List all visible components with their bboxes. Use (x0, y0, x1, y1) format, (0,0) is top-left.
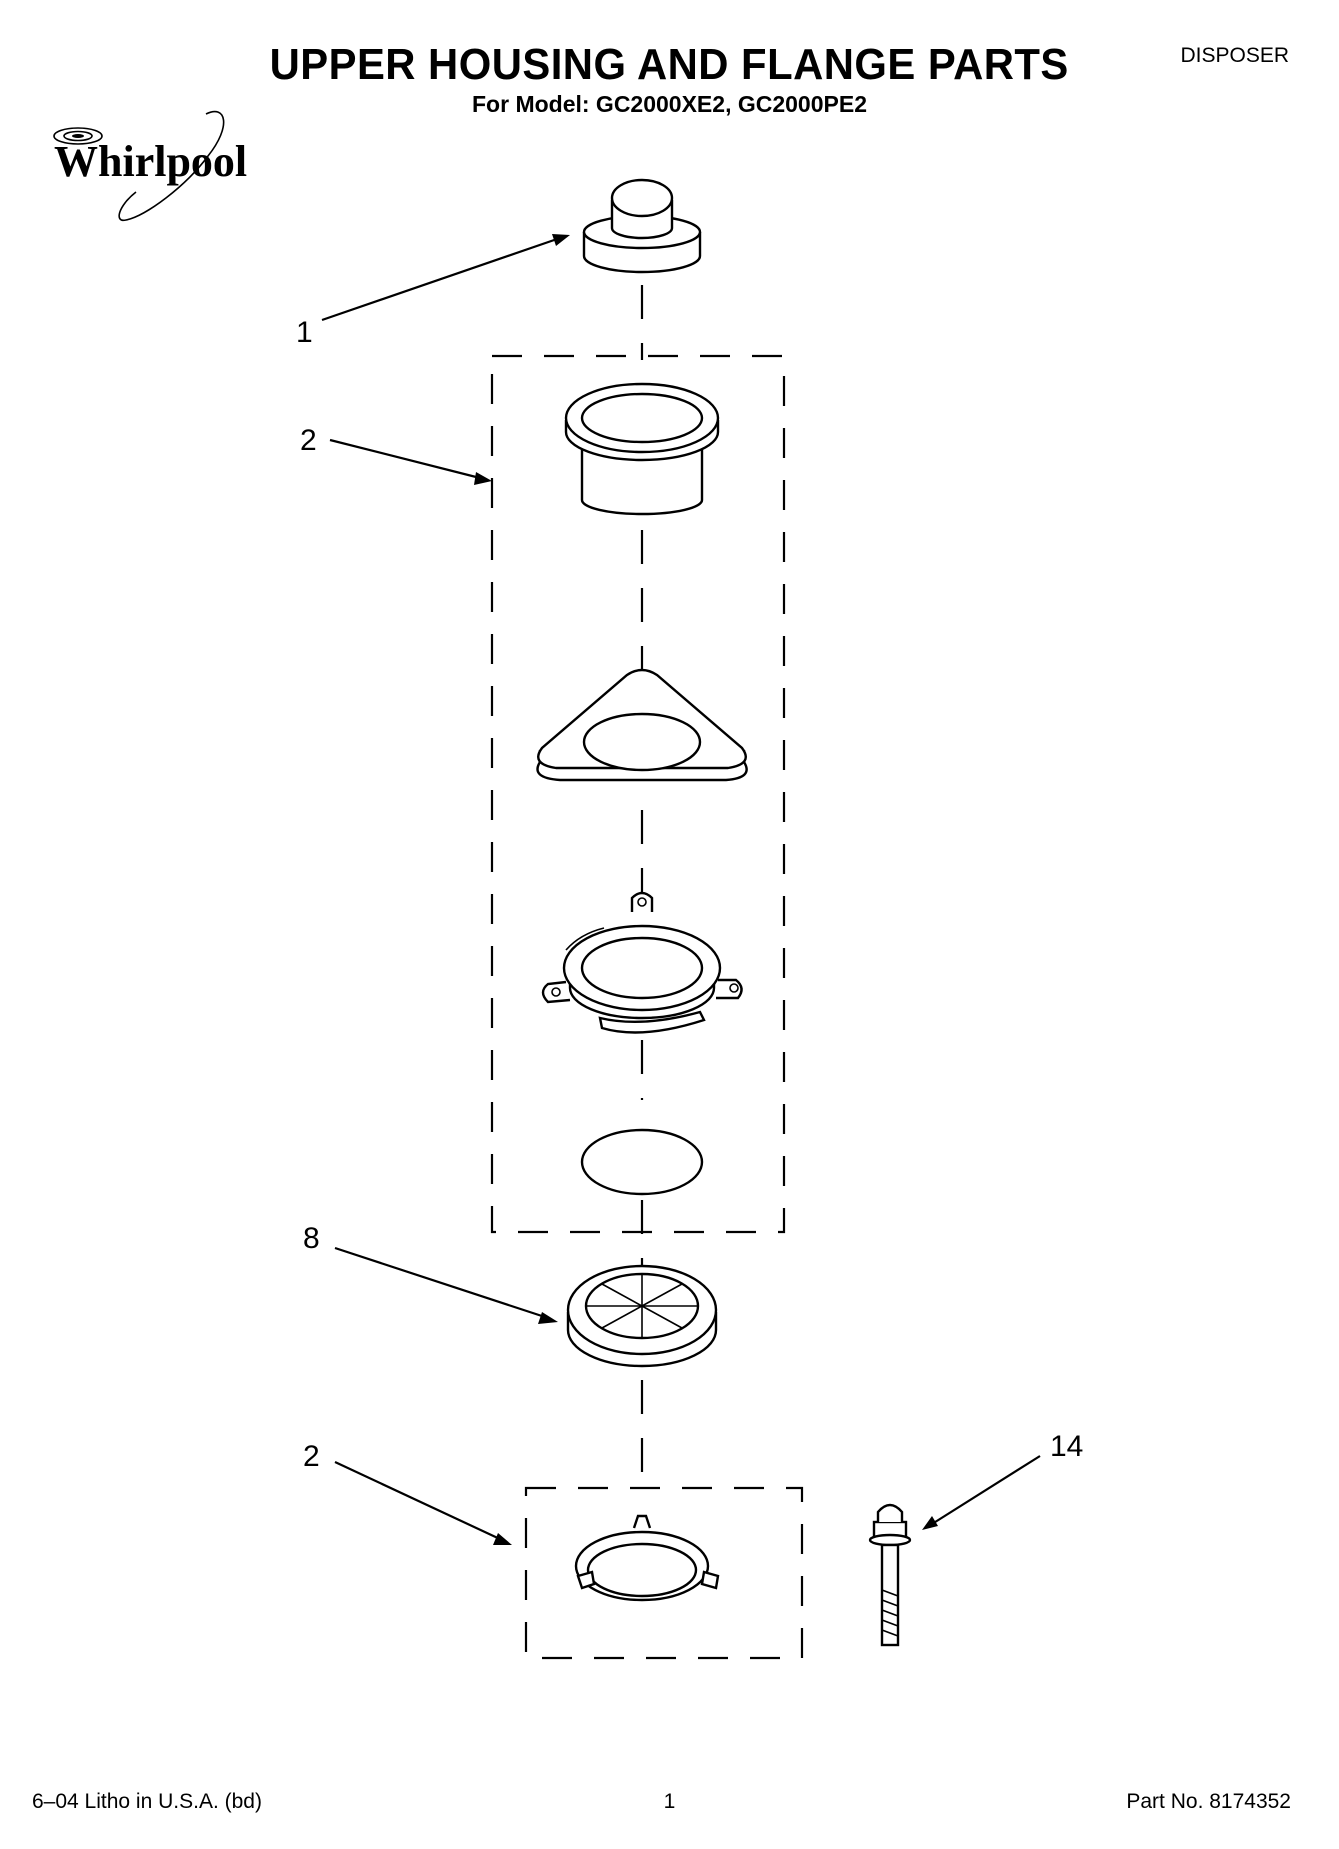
snap-ring-part (574, 1514, 720, 1602)
callout-14: 14 (1050, 1430, 1083, 1463)
gasket-ring-part (580, 1128, 704, 1196)
callout-1: 1 (296, 316, 313, 349)
page-number: 1 (663, 1790, 676, 1813)
logo-swirl-core (72, 134, 84, 138)
callout-2-lower: 2 (303, 1440, 320, 1473)
callout-2-upper: 2 (300, 424, 317, 457)
callout-8: 8 (303, 1222, 320, 1255)
whirlpool-logo: Whirlpool (53, 110, 247, 222)
assembly-box-lower (524, 1486, 804, 1660)
logo-swirl-outer (53, 127, 103, 145)
category-label: DISPOSER (1180, 44, 1289, 67)
model-subtitle: For Model: GC2000XE2, GC2000PE2 (472, 91, 867, 117)
logo-flourish (118, 110, 225, 222)
splash-guard-part (566, 1264, 718, 1368)
mounting-ring-part (541, 891, 743, 1034)
page-title: UPPER HOUSING AND FLANGE PARTS (269, 40, 1069, 89)
part-number: Part No. 8174352 (1126, 1790, 1291, 1813)
sink-flange-part (564, 382, 720, 516)
litho-info: 6–04 Litho in U.S.A. (bd) (32, 1790, 262, 1813)
logo-swirl-inner (63, 130, 93, 142)
screw-part (868, 1503, 912, 1647)
stopper-part (582, 178, 702, 274)
assembly-box-upper (490, 354, 786, 1234)
triangular-plate-part (536, 668, 748, 782)
leader-arrows (321, 234, 1041, 1545)
